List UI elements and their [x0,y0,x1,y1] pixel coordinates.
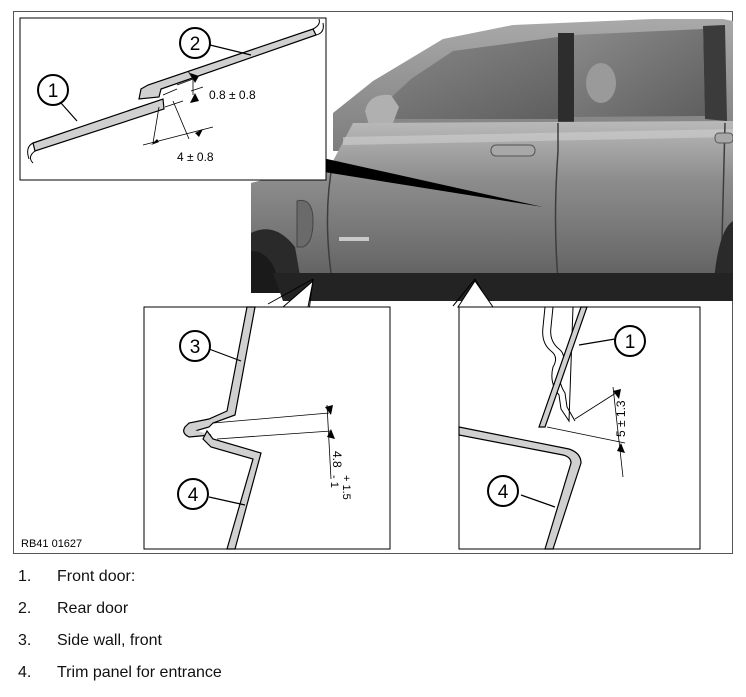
callout-1a-circle [37,74,69,106]
headrest [586,63,616,103]
legend-text: Rear door [57,600,129,617]
callout-4a-label: 4 [188,485,199,506]
fender-badge [339,237,369,241]
detail-right-door: 5 ± 1.3 1 4 [458,306,701,550]
dim-gap-left-arrows [325,405,335,439]
legend-text: Side wall, front [57,632,162,649]
side-mirror [365,94,399,125]
leader-callout-2 [209,44,252,56]
callout-1a-label: 1 [48,81,59,102]
leader-callout-1a [60,102,78,122]
rear-door-handle [714,132,733,144]
dim-offset-top: 4 ± 0.8 [177,150,214,164]
b-pillar [558,33,574,123]
callout-4a-circle [177,478,209,510]
legend-number: 4. [18,664,32,681]
dim-gap-left-group: 4.8 + 1.5 - 1 [328,451,352,500]
callout-2-label: 2 [190,34,201,55]
c-pillar [703,25,727,121]
front-door-window [368,37,558,119]
dim-gap-right: 5 ± 1.3 [614,400,628,437]
leader-callout-3 [208,348,242,362]
callout-3-circle [179,330,211,362]
shoulder-line [343,129,733,145]
door-split-seam [554,123,559,280]
detail-right-frame [458,306,701,550]
callout-4b-label: 4 [498,482,509,503]
dim-gap-left-lines [212,404,332,480]
dim-gap-left: 4.8 [330,451,344,468]
dim-gap-left-tol-minus: - 1 [328,475,340,488]
front-door-profile [32,98,165,152]
legend-text: Front door: [57,568,136,585]
legend-number: 3. [18,632,32,649]
rear-door-end [312,18,320,30]
front-door-outer-skin [538,306,588,428]
dim-gap-right-lines [546,386,626,478]
legend-text: Trim panel for entrance [57,664,222,681]
front-door-end-curl [27,142,36,164]
leader-callout-1b [578,338,616,346]
door-sill [273,273,733,301]
legend-number: 1. [18,568,32,585]
leader-callout-4b [520,494,556,508]
figure-code: RB41 01627 [21,538,82,550]
detail-top-doors: 0.8 ± 0.8 4 ± 0.8 2 1 [19,17,327,181]
trim-right-profile [458,426,582,550]
dim-gap-top-arrow [190,73,199,103]
callout-2-circle [179,27,211,59]
detail-left-sidewall: 4.8 + 1.5 - 1 3 4 [143,306,391,550]
front-tire [251,251,281,293]
leader-wedge-top [318,157,543,207]
assembly-diagram: 0.8 ± 0.8 4 ± 0.8 2 1 4.8 + 1.5 - 1 3 4 [13,11,733,554]
trim-panel-profile [202,429,262,550]
front-door-handle [490,144,536,157]
callout-4b-circle [487,475,519,507]
side-vent [296,199,314,248]
callout-3-label: 3 [190,337,201,358]
rear-door-end-curl [315,22,324,36]
callout-1b-circle [614,325,646,357]
dim-gap-top: 0.8 ± 0.8 [209,88,256,102]
callout-1b-label: 1 [625,332,636,353]
rear-door-profile [138,28,317,100]
leader-callout-4a [208,496,246,506]
vehicle-body [251,121,733,293]
dim-gap-left-tol-plus: + 1.5 [340,475,352,500]
legend-number: 2. [18,600,32,617]
vehicle-side-view [251,19,733,301]
side-wall-hook [183,426,212,438]
